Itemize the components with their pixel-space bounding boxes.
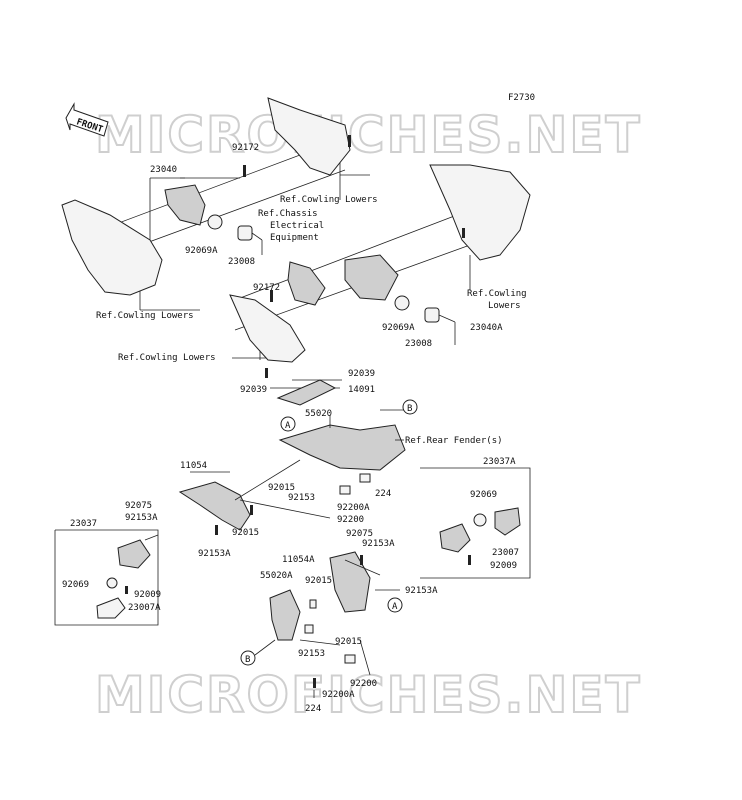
label-92172-a: 92172 — [232, 143, 259, 153]
label-14091: 14091 — [348, 385, 375, 395]
right-signal-housing — [439, 523, 471, 553]
ref-cowling-lowers-3: Ref.Cowling Lowers — [96, 311, 194, 321]
label-224-b: 224 — [305, 704, 321, 714]
box-23037a — [420, 467, 531, 579]
bolt-icon — [265, 368, 268, 378]
label-224-a: 224 — [375, 489, 391, 499]
label-92069-a: 92069 — [470, 490, 497, 500]
label-92009-b: 92009 — [134, 590, 161, 600]
rear-bracket-55020 — [278, 424, 406, 471]
label-23008-b: 23008 — [405, 339, 432, 349]
grommet-icon — [359, 473, 371, 483]
callout-b-top — [402, 399, 418, 415]
callout-a-top-text: A — [285, 421, 291, 431]
bulb-icon — [207, 214, 223, 230]
label-92153-b: 92153 — [298, 649, 325, 659]
ref-chassis-3: Equipment — [270, 233, 319, 243]
rear-bracket-55020a — [269, 589, 301, 641]
label-92153a-b: 92153A — [198, 549, 231, 559]
bolt-icon — [462, 228, 465, 238]
label-92069a-b: 92069A — [382, 323, 415, 333]
left-signal-bracket — [164, 184, 206, 226]
right-signal-lens — [494, 507, 521, 536]
label-92200-a: 92200 — [337, 515, 364, 525]
label-92153a-d: 92153A — [405, 586, 438, 596]
callout-a-bottom — [387, 597, 403, 613]
callout-b-bottom-text: B — [245, 655, 250, 665]
callout-a-top — [280, 416, 296, 432]
label-23008-a: 23008 — [228, 257, 255, 267]
label-23040a: 23040A — [470, 323, 503, 333]
label-92015-a: 92015 — [268, 483, 295, 493]
left-signal-housing — [117, 539, 151, 569]
label-23007a: 23007A — [128, 603, 161, 613]
label-92153a-a: 92153A — [125, 513, 158, 523]
bulb-icon — [106, 577, 118, 589]
label-11054: 11054 — [180, 461, 207, 471]
collar-icon — [304, 624, 314, 634]
bolt-icon — [243, 165, 246, 177]
label-11054a: 11054A — [282, 555, 315, 565]
ref-cowling-lowers-2a: Ref.Cowling — [467, 289, 527, 299]
label-92015-c: 92015 — [305, 576, 332, 586]
collar-icon — [309, 599, 317, 609]
ref-chassis-1: Ref.Chassis — [258, 209, 318, 219]
label-92069a-a: 92069A — [185, 246, 218, 256]
lower-left-panel — [229, 294, 306, 363]
left-signal-lens — [96, 597, 126, 619]
right-cowling-panel — [429, 164, 531, 261]
bulb-icon — [394, 295, 410, 311]
label-92015-d: 92015 — [335, 637, 362, 647]
right-signal-bracket — [344, 254, 399, 301]
bolt-icon — [348, 135, 351, 147]
ref-rear-fender: Ref.Rear Fender(s) — [405, 436, 503, 446]
callout-b-top-text: B — [407, 404, 412, 414]
label-55020: 55020 — [305, 409, 332, 419]
figure-code: F2730 — [508, 93, 535, 103]
label-92039-b: 92039 — [240, 385, 267, 395]
label-92009-a: 92009 — [490, 561, 517, 571]
callout-a-bottom-text: A — [392, 602, 398, 612]
ref-cowling-lowers-2b: Lowers — [488, 301, 521, 311]
ref-chassis-2: Electrical — [270, 221, 324, 231]
grommet-icon — [344, 654, 356, 664]
bracket-14091 — [276, 379, 337, 406]
label-92200a-b: 92200A — [322, 690, 355, 700]
label-92015-b: 92015 — [232, 528, 259, 538]
bracket-11054a — [329, 551, 371, 613]
grommet-icon — [339, 485, 351, 495]
socket-icon — [424, 307, 440, 323]
label-92069-b: 92069 — [62, 580, 89, 590]
label-92075-a: 92075 — [125, 501, 152, 511]
left-cowling-panel — [61, 199, 163, 296]
label-92172-b: 92172 — [253, 283, 280, 293]
label-23007: 23007 — [492, 548, 519, 558]
box-23037 — [54, 529, 159, 626]
label-92200-b: 92200 — [350, 679, 377, 689]
label-23037: 23037 — [70, 519, 97, 529]
bulb-icon — [473, 513, 487, 527]
ref-cowling-lowers-1: Ref.Cowling Lowers — [280, 195, 378, 205]
label-92075-b: 92075 — [346, 529, 373, 539]
watermark-bottom: MICROFICHES.NET — [95, 666, 642, 724]
upper-center-panel — [267, 97, 351, 176]
bracket-11054 — [178, 481, 251, 531]
label-92200a-a: 92200A — [337, 503, 370, 513]
label-23040: 23040 — [150, 165, 177, 175]
label-92153-a: 92153 — [288, 493, 315, 503]
ref-cowling-lowers-4: Ref.Cowling Lowers — [118, 353, 216, 363]
watermark-top: MICROFICHES.NET — [95, 106, 642, 164]
label-92153a-c: 92153A — [362, 539, 395, 549]
callout-b-bottom — [240, 650, 256, 666]
label-92039-a: 92039 — [348, 369, 375, 379]
bolt-icon — [270, 290, 273, 302]
center-signal-bracket — [287, 261, 326, 306]
label-55020a: 55020A — [260, 571, 293, 581]
label-23037a: 23037A — [483, 457, 516, 467]
socket-icon — [237, 225, 253, 241]
